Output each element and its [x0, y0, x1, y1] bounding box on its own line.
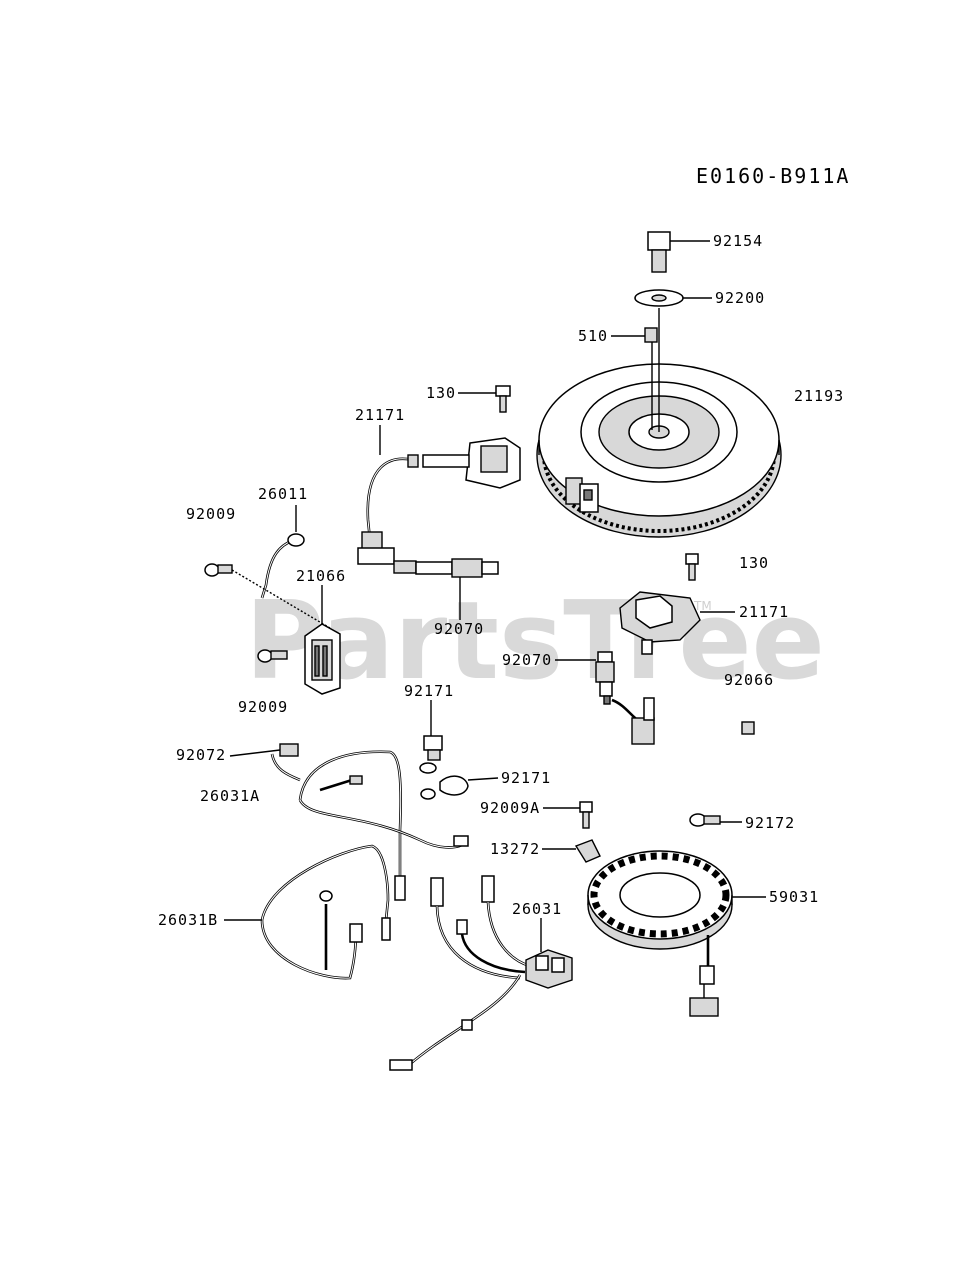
- label-26031[interactable]: 26031: [512, 900, 562, 918]
- diagram-code: E0160-B911A: [696, 164, 850, 188]
- bracket-part[interactable]: [574, 839, 601, 863]
- clip-part[interactable]: [270, 743, 301, 782]
- watermark: PartsTree TM: [245, 579, 825, 704]
- harness-part[interactable]: [389, 875, 573, 1071]
- label-26031b[interactable]: 26031B: [158, 911, 218, 929]
- stator-part[interactable]: [587, 850, 733, 1017]
- label-21171-sensor[interactable]: 21171: [739, 603, 789, 621]
- watermark-text: PartsTree: [245, 579, 825, 704]
- label-92009a[interactable]: 92009A: [480, 799, 540, 817]
- ignition-coil-part[interactable]: [357, 437, 521, 565]
- label-92070-plug[interactable]: 92070: [434, 620, 484, 638]
- label-21193[interactable]: 21193: [794, 387, 844, 405]
- label-92066[interactable]: 92066: [724, 671, 774, 689]
- label-92070-switch[interactable]: 92070: [502, 651, 552, 669]
- label-59031[interactable]: 59031: [769, 888, 819, 906]
- regulator-part[interactable]: [304, 623, 341, 695]
- label-21171-coil[interactable]: 21171: [355, 406, 405, 424]
- harness-b-part[interactable]: [260, 844, 391, 980]
- label-92200[interactable]: 92200: [715, 289, 765, 307]
- label-130-sensor[interactable]: 130: [739, 554, 769, 572]
- screw-left-part[interactable]: [204, 563, 233, 577]
- part-labels: 92154 92200 510 130 21193 21171 26011 92…: [158, 232, 844, 929]
- sensor-part[interactable]: [619, 591, 701, 655]
- label-92072[interactable]: 92072: [176, 746, 226, 764]
- oil-switch-part[interactable]: [595, 651, 655, 745]
- harness-a-part[interactable]: [298, 750, 469, 901]
- leader-lines: [224, 240, 766, 952]
- spark-plug-part[interactable]: [393, 558, 499, 578]
- label-510[interactable]: 510: [578, 327, 608, 345]
- label-92171-clamp[interactable]: 92171: [501, 769, 551, 787]
- watermark-tm: TM: [693, 599, 712, 613]
- label-92154[interactable]: 92154: [713, 232, 763, 250]
- screw-lower-part[interactable]: [257, 649, 288, 663]
- ground-lead-part[interactable]: [260, 533, 305, 599]
- label-21066[interactable]: 21066: [296, 567, 346, 585]
- key-part[interactable]: [644, 327, 658, 343]
- label-26031a[interactable]: 26031A: [200, 787, 260, 805]
- nut-part[interactable]: [741, 721, 755, 735]
- coil-bolt-part[interactable]: [495, 385, 511, 413]
- bolt-top-part[interactable]: [647, 231, 671, 273]
- label-26011[interactable]: 26011: [258, 485, 308, 503]
- label-92171-connector[interactable]: 92171: [404, 682, 454, 700]
- label-130-top[interactable]: 130: [426, 384, 456, 402]
- label-13272[interactable]: 13272: [490, 840, 540, 858]
- sensor-bolt-part[interactable]: [685, 553, 699, 581]
- connector-92171-part[interactable]: [419, 735, 443, 774]
- bolt-92009a-part[interactable]: [579, 801, 593, 829]
- label-92009-lower[interactable]: 92009: [238, 698, 288, 716]
- stator-bolt-part[interactable]: [689, 813, 721, 827]
- label-92009-left[interactable]: 92009: [186, 505, 236, 523]
- clamp-92171-part[interactable]: [420, 775, 469, 800]
- label-92172[interactable]: 92172: [745, 814, 795, 832]
